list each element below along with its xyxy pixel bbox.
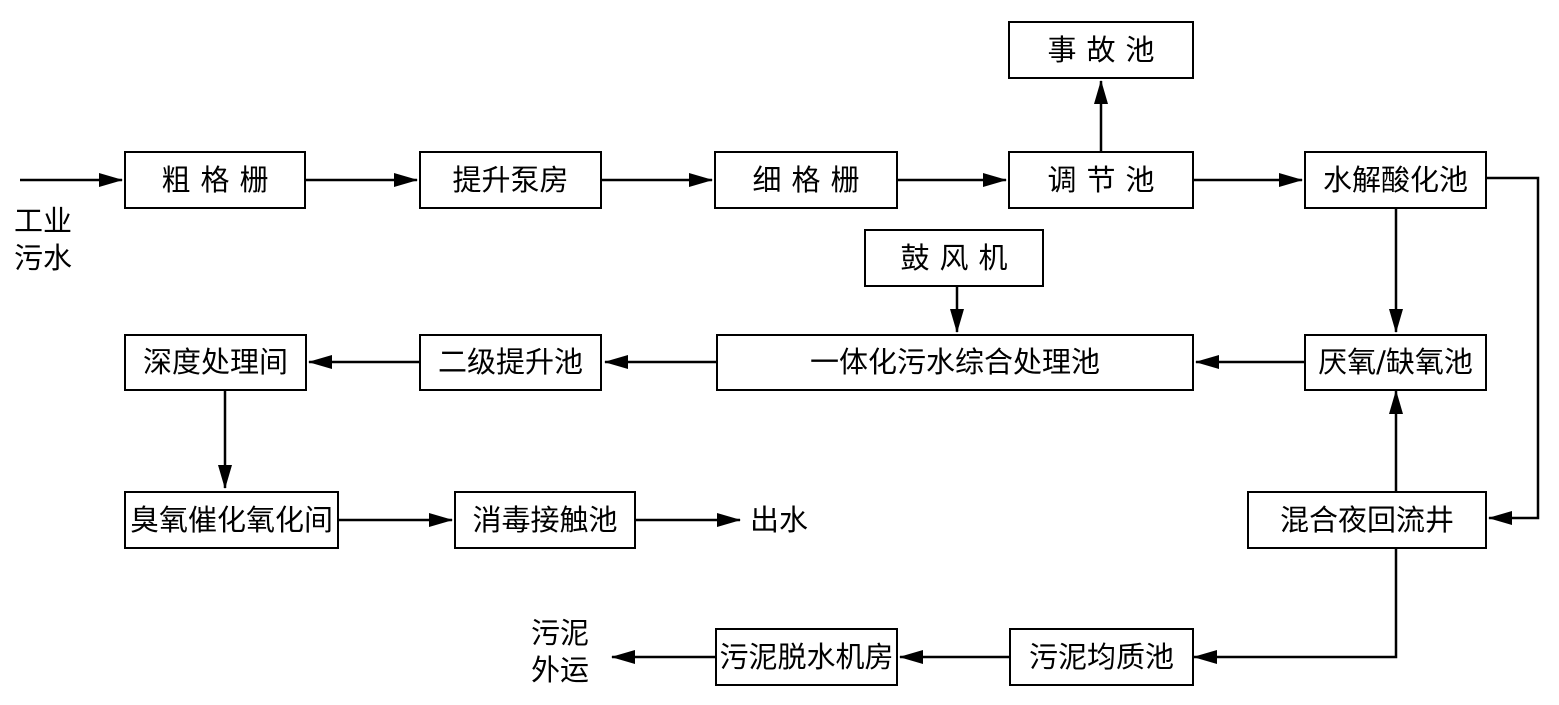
disinfection-contact-tank-box: 消毒接触池 xyxy=(454,491,636,549)
integrated-treatment-tank-box: 一体化污水综合处理池 xyxy=(716,334,1194,391)
lift-pump-house-box: 提升泵房 xyxy=(419,151,602,209)
blower-box: 鼓风机 xyxy=(864,229,1044,287)
equalization-tank-box: 调节池 xyxy=(1008,151,1194,209)
fine-screen-box: 细格栅 xyxy=(714,151,898,209)
accident-tank-box: 事故池 xyxy=(1008,21,1194,79)
sludge-out-label: 污泥 外运 xyxy=(531,615,589,689)
arrow-return-well-to-sludge-homogenization xyxy=(1193,549,1398,664)
secondary-lift-tank-box: 二级提升池 xyxy=(419,334,602,391)
arrow-hydrolysis-to-return-well xyxy=(1487,176,1540,525)
anaerobic-anoxic-tank-box: 厌氧/缺氧池 xyxy=(1304,334,1487,391)
sludge-out-label-line-1: 污泥 xyxy=(531,616,590,650)
sludge-out-label-line-2: 外运 xyxy=(531,653,590,688)
inflow-label-line-1: 工业 xyxy=(14,204,73,238)
inflow-label-line-2: 污水 xyxy=(14,241,73,276)
hydrolysis-acidification-tank-box: 水解酸化池 xyxy=(1304,151,1487,209)
ozone-catalytic-oxidation-room-box: 臭氧催化氧化间 xyxy=(124,491,339,549)
outflow-label: 出水 xyxy=(750,503,809,537)
inflow-label: 工业 污水 xyxy=(14,203,72,277)
sludge-dewatering-room-box: 污泥脱水机房 xyxy=(715,628,898,686)
mixed-liquor-return-well-box: 混合夜回流井 xyxy=(1247,491,1487,549)
coarse-screen-box: 粗格栅 xyxy=(124,151,306,209)
sludge-homogenization-tank-box: 污泥均质池 xyxy=(1009,628,1194,686)
advanced-treatment-room-box: 深度处理间 xyxy=(124,334,307,391)
